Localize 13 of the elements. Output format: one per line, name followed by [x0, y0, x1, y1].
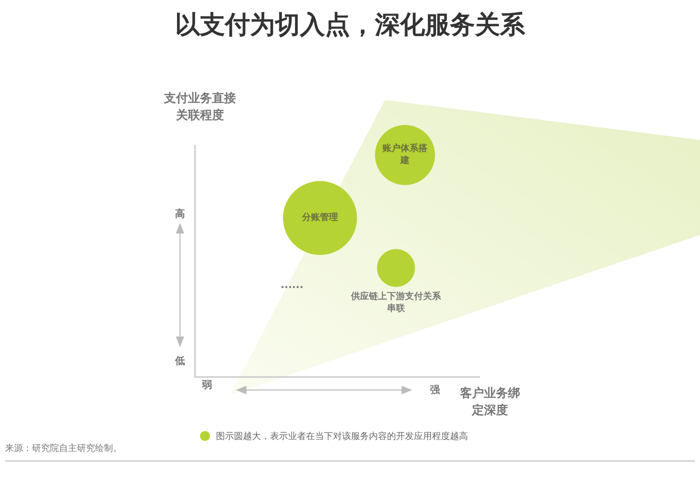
axis-end-label: 强 [429, 384, 441, 397]
source-note: 来源：研究院自主研究绘制。 [5, 442, 123, 455]
axis-end-label: 低 [174, 354, 186, 368]
axis-end-label: 弱 [201, 378, 213, 392]
axis-title: 客户业务绑定深度 [459, 385, 521, 419]
bubble-label: 分账管理 [301, 212, 339, 224]
axis-title: 支付业务直接关联程度 [163, 90, 237, 124]
title: 以支付为切入点，深化服务关系 [174, 9, 526, 41]
bubble-label: 账户体系搭建 [382, 143, 428, 167]
ellipsis: ...... [280, 280, 304, 291]
legend-text: 图示圆越大，表示业者在当下对该服务内容的开发应用程度越高 [216, 430, 468, 443]
bubble-label: 供应链上下游支付关系串联 [351, 291, 441, 315]
axis-end-label: 高 [174, 207, 186, 221]
